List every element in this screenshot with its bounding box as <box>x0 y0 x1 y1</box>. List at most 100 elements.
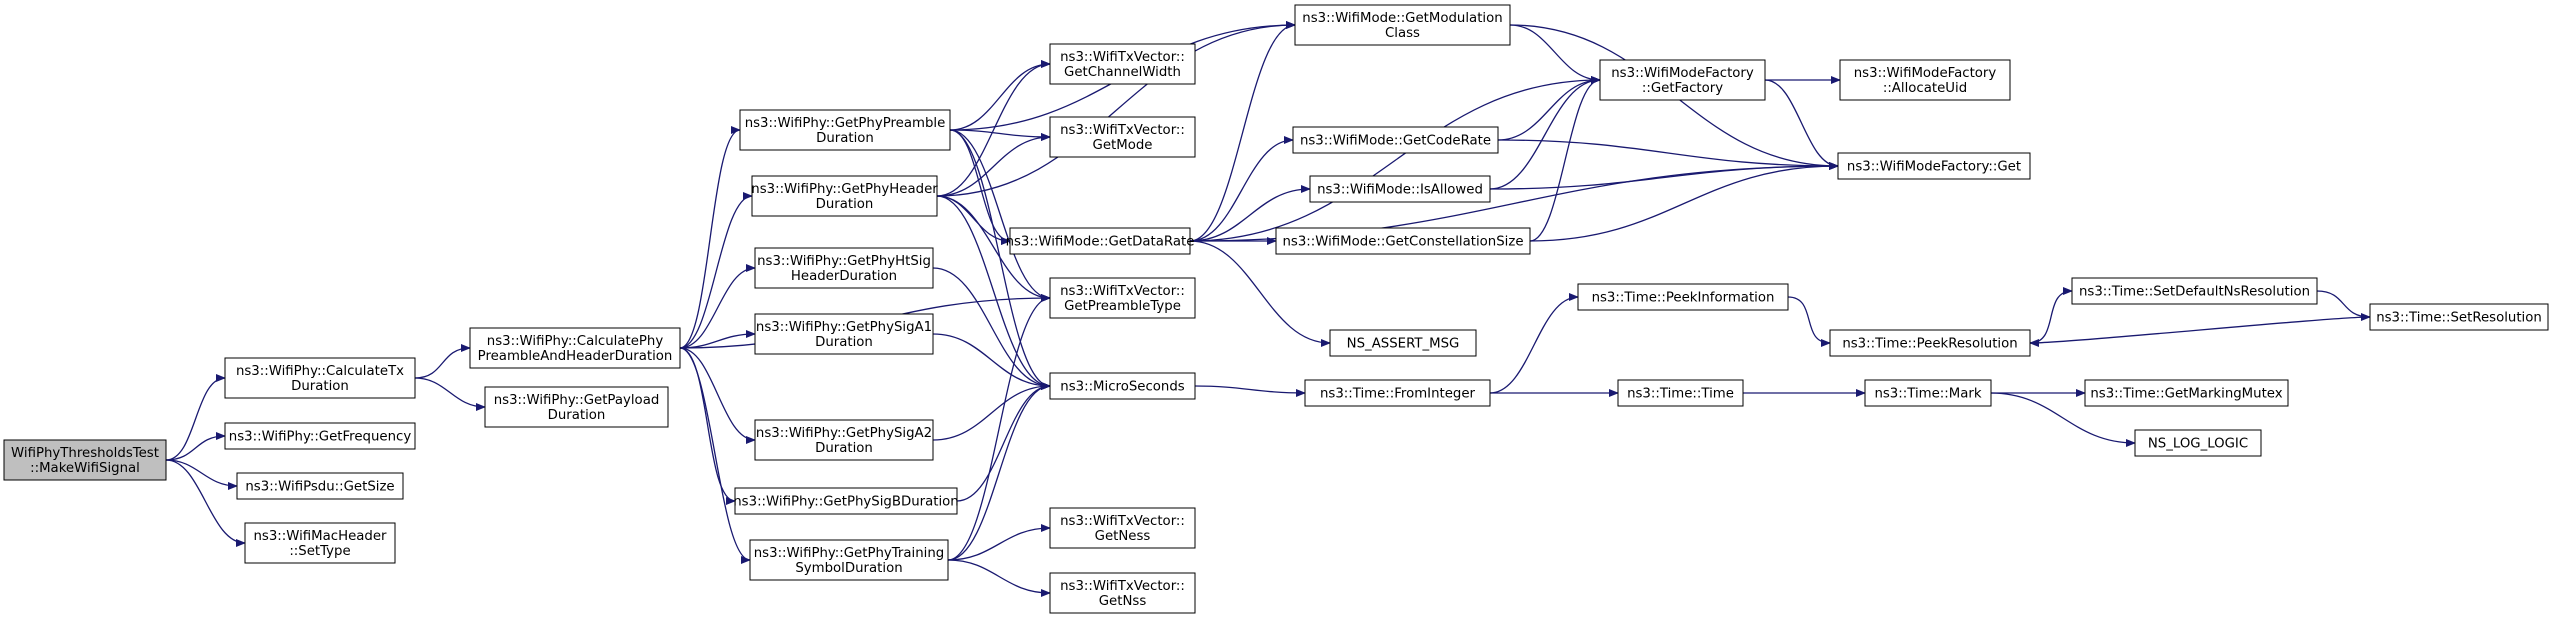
node-factAllocUid[interactable]: ns3::WifiModeFactory::AllocateUid <box>1839 59 2011 101</box>
node-box-macSetType <box>244 522 396 564</box>
node-label-getSigA1-1: Duration <box>815 335 873 350</box>
edge-fromInteger-to-peekInfo <box>1489 293 1579 394</box>
node-label-txGetMode-0: ns3::WifiTxVector:: <box>1060 123 1185 138</box>
node-label-calcPhyPre-0: ns3::WifiPhy::CalculatePhy <box>487 334 664 349</box>
node-label-getTraining-0: ns3::WifiPhy::GetPhyTraining <box>754 546 945 561</box>
edge-isAllowed-to-factGetFactory <box>1489 76 1601 190</box>
node-label-psduGetSize-0: ns3::WifiPsdu::GetSize <box>245 480 394 495</box>
node-label-calcTxDur-0: ns3::WifiPhy::CalculateTx <box>236 364 404 379</box>
node-box-nsAssert <box>1329 329 1477 357</box>
node-box-timeTime <box>1617 379 1744 407</box>
node-box-getPayloadDur <box>484 386 669 428</box>
node-calcPhyPre[interactable]: ns3::WifiPhy::CalculatePhyPreambleAndHea… <box>469 327 681 369</box>
edge-getCodeRate-to-factGetFactory <box>1497 76 1601 141</box>
node-getTraining[interactable]: ns3::WifiPhy::GetPhyTrainingSymbolDurati… <box>749 539 949 581</box>
node-nsAssert[interactable]: NS_ASSERT_MSG <box>1329 329 1477 357</box>
node-txGetMode[interactable]: ns3::WifiTxVector::GetMode <box>1049 116 1196 158</box>
node-getSigB[interactable]: ns3::WifiPhy::GetPhySigBDuration <box>733 487 959 515</box>
node-getCodeRate[interactable]: ns3::WifiMode::GetCodeRate <box>1292 126 1499 154</box>
edge-calcPhyPre-to-getHtSig <box>679 264 756 349</box>
edge-getDataRate-to-getModClass <box>1189 21 1296 242</box>
node-label-getSigA1-0: ns3::WifiPhy::GetPhySigA1 <box>756 320 932 335</box>
node-factGetFactory[interactable]: ns3::WifiModeFactory::GetFactory <box>1599 59 1766 101</box>
node-box-nsLogLogic <box>2134 429 2262 457</box>
edge-root-to-calcTxDur <box>165 374 226 461</box>
node-label-getCodeRate-0: ns3::WifiMode::GetCodeRate <box>1300 134 1491 149</box>
node-label-getConstSize-0: ns3::WifiMode::GetConstellationSize <box>1282 235 1523 250</box>
edge-getSigB-to-microSeconds <box>956 382 1051 502</box>
edge-calcPhyPre-to-getSigA2 <box>679 347 756 444</box>
node-txGetNess[interactable]: ns3::WifiTxVector::GetNess <box>1049 507 1196 549</box>
node-peekRes[interactable]: ns3::Time::PeekResolution <box>1829 329 2031 357</box>
edge-getPhyHdrDur-to-getModClass <box>936 21 1296 197</box>
edge-calcPhyPre-to-getPhyPreDur <box>679 126 741 349</box>
edge-isAllowed-to-factGet <box>1489 162 1839 190</box>
node-getDataRate[interactable]: ns3::WifiMode::GetDataRate <box>1006 227 1195 255</box>
edge-getHtSig-to-microSeconds <box>932 267 1051 390</box>
node-label-getPhyHdrDur-0: ns3::WifiPhy::GetPhyHeader <box>751 182 938 197</box>
node-timeTime[interactable]: ns3::Time::Time <box>1617 379 1744 407</box>
node-box-timeMark <box>1864 379 1992 407</box>
node-label-txPreType-0: ns3::WifiTxVector:: <box>1060 284 1185 299</box>
node-setDefNsRes[interactable]: ns3::Time::SetDefaultNsResolution <box>2071 277 2318 305</box>
edge-getTraining-to-txPreType <box>947 294 1051 561</box>
node-txChWidth[interactable]: ns3::WifiTxVector::GetChannelWidth <box>1049 43 1196 85</box>
node-isAllowed[interactable]: ns3::WifiMode::IsAllowed <box>1309 175 1491 203</box>
node-label-calcTxDur-1: Duration <box>291 379 349 394</box>
node-box-getFrequency <box>224 422 416 450</box>
node-label-macSetType-0: ns3::WifiMacHeader <box>253 529 387 544</box>
node-label-setRes-0: ns3::Time::SetResolution <box>2376 311 2542 326</box>
node-label-txChWidth-1: GetChannelWidth <box>1064 65 1181 80</box>
node-label-peekInfo-0: ns3::Time::PeekInformation <box>1592 291 1775 306</box>
node-fromInteger[interactable]: ns3::Time::FromInteger <box>1304 379 1491 407</box>
node-label-getModClass-1: Class <box>1385 26 1420 41</box>
node-peekInfo[interactable]: ns3::Time::PeekInformation <box>1577 283 1789 311</box>
node-label-txGetNss-1: GetNss <box>1099 594 1147 609</box>
edge-getCodeRate-to-factGet <box>1497 139 1839 170</box>
edge-root-to-psduGetSize <box>165 459 238 490</box>
node-label-microSeconds-0: ns3::MicroSeconds <box>1060 380 1184 395</box>
edge-getConstSize-to-factGetFactory <box>1529 76 1601 242</box>
edge-getDataRate-to-isAllowed <box>1189 185 1311 242</box>
node-microSeconds[interactable]: ns3::MicroSeconds <box>1049 372 1196 400</box>
node-label-getSigA2-0: ns3::WifiPhy::GetPhySigA2 <box>756 426 932 441</box>
node-txPreType[interactable]: ns3::WifiTxVector::GetPreambleType <box>1049 277 1196 319</box>
edge-calcTxDur-to-calcPhyPre <box>414 344 471 379</box>
node-macSetType[interactable]: ns3::WifiMacHeader::SetType <box>244 522 396 564</box>
edge-setDefNsRes-to-setRes <box>2316 290 2371 321</box>
node-factGet[interactable]: ns3::WifiModeFactory::Get <box>1837 152 2031 180</box>
node-box-calcPhyPre <box>469 327 681 369</box>
node-box-txPreType <box>1049 277 1196 319</box>
node-getConstSize[interactable]: ns3::WifiMode::GetConstellationSize <box>1275 227 1531 255</box>
node-box-setRes <box>2369 303 2549 331</box>
edge-getPhyHdrDur-to-txPreType <box>936 195 1051 302</box>
node-psduGetSize[interactable]: ns3::WifiPsdu::GetSize <box>236 472 404 500</box>
node-getMarkMutex[interactable]: ns3::Time::GetMarkingMutex <box>2084 379 2289 407</box>
node-box-txGetNss <box>1049 572 1196 614</box>
node-box-getDataRate <box>1009 227 1191 255</box>
node-label-txGetNess-0: ns3::WifiTxVector:: <box>1060 514 1185 529</box>
node-label-macSetType-1: ::SetType <box>289 544 350 559</box>
node-box-txChWidth <box>1049 43 1196 85</box>
edge-setRes-to-peekRes <box>2029 316 2371 347</box>
node-setRes[interactable]: ns3::Time::SetResolution <box>2369 303 2549 331</box>
node-box-peekInfo <box>1577 283 1789 311</box>
node-label-getPhyHdrDur-1: Duration <box>816 197 874 212</box>
node-label-root-0: WifiPhyThresholdsTest <box>11 446 159 461</box>
node-txGetNss[interactable]: ns3::WifiTxVector::GetNss <box>1049 572 1196 614</box>
node-nsLogLogic[interactable]: NS_LOG_LOGIC <box>2134 429 2262 457</box>
node-getFrequency[interactable]: ns3::WifiPhy::GetFrequency <box>224 422 416 450</box>
node-label-factGet-0: ns3::WifiModeFactory::Get <box>1847 160 2021 175</box>
node-label-calcPhyPre-1: PreambleAndHeaderDuration <box>478 349 673 364</box>
node-timeMark[interactable]: ns3::Time::Mark <box>1864 379 1992 407</box>
node-root[interactable]: WifiPhyThresholdsTest::MakeWifiSignal <box>3 439 167 481</box>
edge-getSigA1-to-microSeconds <box>932 333 1051 390</box>
